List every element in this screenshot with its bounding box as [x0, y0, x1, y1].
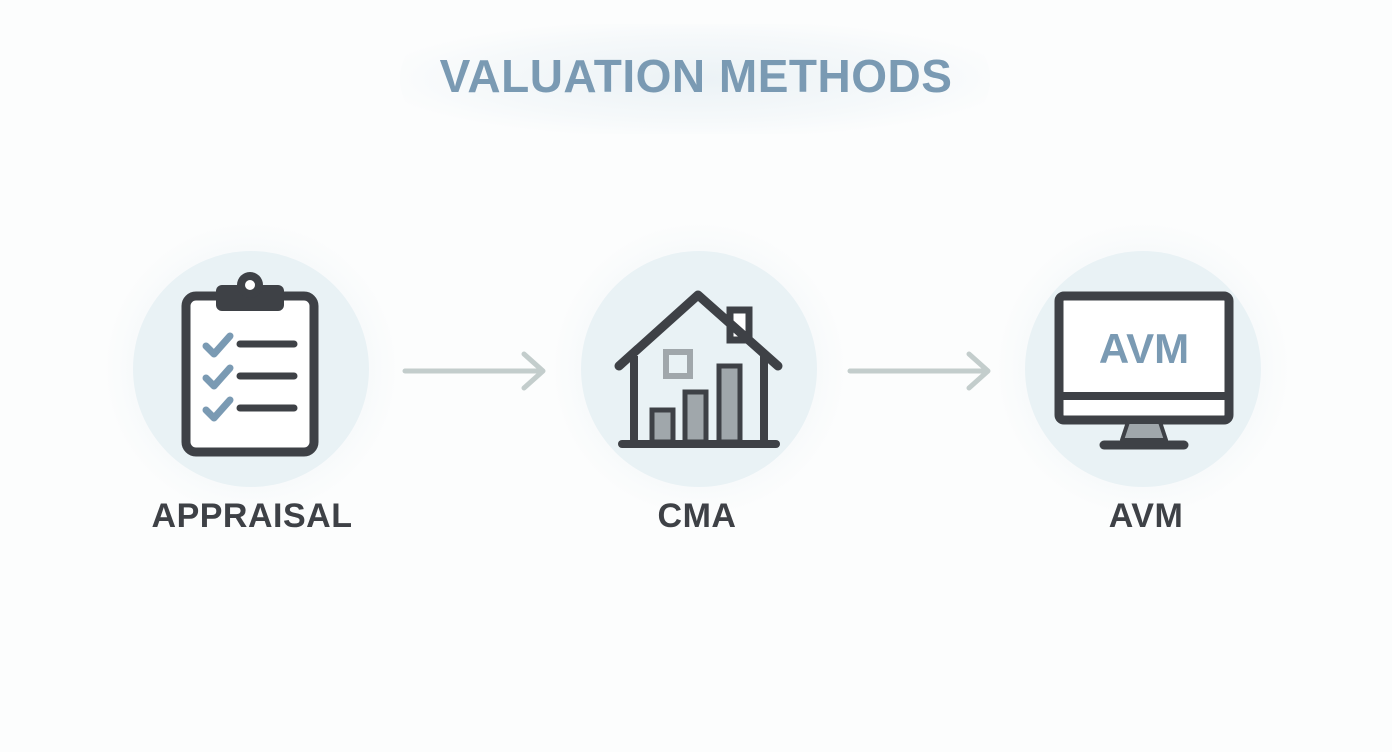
check-icon: [202, 332, 234, 358]
check-icon: [202, 364, 234, 390]
node-label-appraisal: APPRAISAL: [151, 497, 353, 535]
check-icon: [202, 396, 234, 422]
diagram-title: VALUATION METHODS: [439, 50, 953, 102]
clipboard-checklist-icon: [181, 272, 319, 457]
monitor-icon: [1054, 291, 1234, 450]
title-backdrop: [400, 24, 990, 134]
arrow-right-icon: [402, 351, 546, 391]
arrow-right-icon: [847, 351, 991, 391]
node-label-cma: CMA: [657, 497, 737, 535]
monitor-screen-text: AVM: [1098, 325, 1190, 372]
node-label-avm: AVM: [1108, 497, 1184, 535]
house-bar-chart-icon: [614, 290, 783, 448]
